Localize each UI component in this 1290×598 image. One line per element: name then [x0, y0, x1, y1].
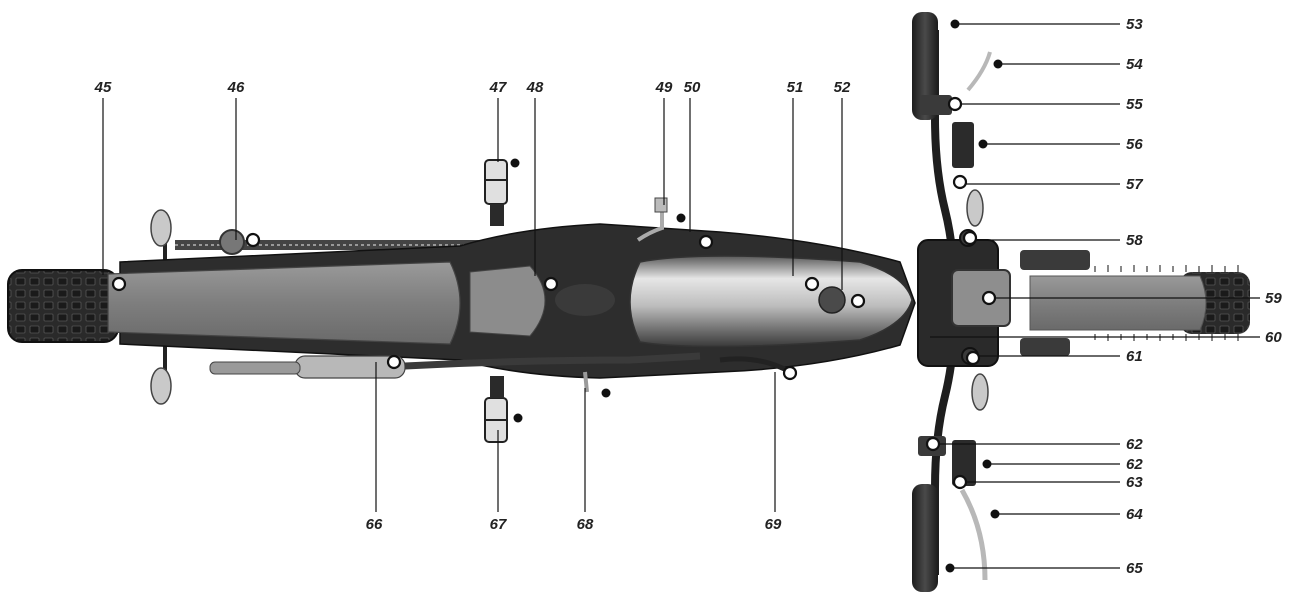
callout-57: 57	[1126, 176, 1143, 193]
side-stand	[583, 371, 589, 393]
dot-62b	[982, 459, 992, 469]
dot-67	[513, 413, 523, 423]
marker-59	[981, 290, 997, 306]
callout-48: 48	[526, 79, 544, 96]
marker-50	[698, 234, 714, 250]
dot-markers	[510, 19, 1003, 573]
marker-61	[965, 350, 981, 366]
callout-67: 67	[490, 516, 507, 533]
callout-62-upper: 62	[1126, 436, 1143, 453]
callout-56: 56	[1126, 136, 1143, 153]
callout-45: 45	[94, 79, 112, 96]
callout-58: 58	[1126, 232, 1143, 249]
callout-69: 69	[765, 516, 782, 533]
callout-labels: 45 46 47 48 49 50 51 52 53 54 55 56 57 5…	[94, 16, 1283, 577]
open-markers	[111, 96, 997, 490]
marker-63	[952, 474, 968, 490]
marker-48	[543, 276, 559, 292]
marker-62a	[925, 436, 941, 452]
marker-66	[386, 354, 402, 370]
callout-54: 54	[1126, 56, 1143, 73]
callout-65: 65	[1126, 560, 1143, 577]
dot-49	[676, 213, 686, 223]
front-fender	[1029, 275, 1207, 331]
dot-53	[950, 19, 960, 29]
rear-fender-seat	[107, 261, 461, 345]
marker-51	[804, 276, 820, 292]
marker-69	[782, 365, 798, 381]
marker-46	[245, 232, 261, 248]
callout-52: 52	[834, 79, 851, 96]
dot-68	[601, 388, 611, 398]
callout-60: 60	[1265, 329, 1282, 346]
callout-59: 59	[1265, 290, 1282, 307]
marker-55	[947, 96, 963, 112]
dot-56	[978, 139, 988, 149]
callout-55: 55	[1126, 96, 1143, 113]
callout-61: 61	[1126, 348, 1143, 365]
motorcycle-illustration	[7, 12, 1250, 592]
marker-52	[850, 293, 866, 309]
callout-46: 46	[227, 79, 245, 96]
callout-64: 64	[1126, 506, 1143, 523]
fuel-tank	[629, 255, 913, 348]
leader-lines	[102, 23, 1260, 569]
dot-64	[990, 509, 1000, 519]
callout-49: 49	[655, 79, 673, 96]
drive-chain	[175, 229, 515, 255]
callout-62-lower: 62	[1126, 456, 1143, 473]
marker-58	[962, 230, 978, 246]
callout-68: 68	[577, 516, 594, 533]
seat-pad	[469, 265, 546, 337]
marker-57	[952, 174, 968, 190]
instrument-cluster	[917, 229, 1011, 367]
front-indicators	[966, 189, 989, 411]
right-footpeg	[484, 376, 508, 443]
callout-51: 51	[787, 79, 804, 96]
gear-lever	[636, 205, 664, 242]
callout-66: 66	[366, 516, 383, 533]
rear-indicators	[150, 209, 172, 405]
marker-45	[111, 276, 127, 292]
callout-50: 50	[684, 79, 701, 96]
dot-65	[945, 563, 955, 573]
dot-47	[510, 158, 520, 168]
left-footpeg	[484, 159, 508, 226]
callout-63: 63	[1126, 474, 1143, 491]
callout-47: 47	[489, 79, 507, 96]
dot-54	[993, 59, 1003, 69]
callout-53: 53	[1126, 16, 1143, 33]
rear-tire	[7, 269, 119, 343]
exhaust	[209, 352, 701, 379]
